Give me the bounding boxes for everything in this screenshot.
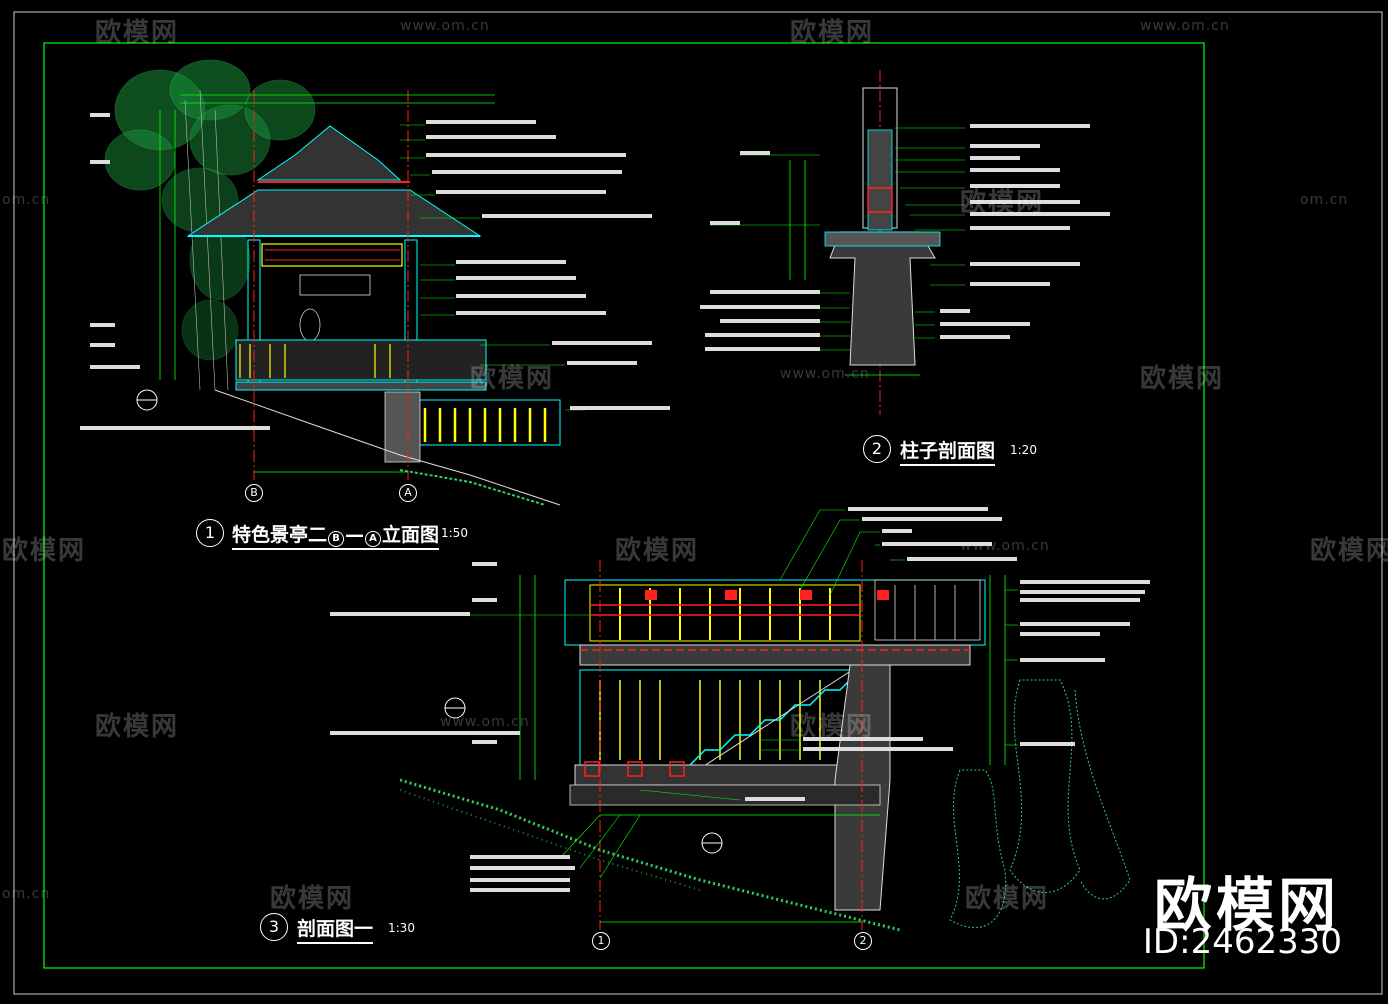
section-shrubs: [949, 679, 1131, 929]
watermark-site: www.om.cn: [1140, 18, 1230, 34]
brand-logo: 欧模网: [1153, 871, 1340, 939]
section-terrain: [399, 778, 901, 932]
section-stair: [689, 674, 856, 766]
axis-2-bubble: 2: [854, 932, 872, 950]
watermark-logo: 欧模网: [615, 536, 700, 566]
pavilion-railing: [235, 339, 487, 381]
section-floor-deck: [579, 644, 971, 666]
title-prefix: 特色景亭二: [232, 524, 328, 546]
watermark-site: www.om.cn: [780, 366, 870, 382]
drawing-number-badge: 1: [196, 519, 224, 547]
column-drawing-title: 柱子剖面图: [900, 436, 996, 466]
watermark-logo: 欧模网: [965, 884, 1050, 914]
watermark-logo: 欧模网: [470, 364, 555, 394]
watermark-logo: 欧模网: [1140, 364, 1225, 394]
watermark-site: om.cn: [1300, 192, 1349, 208]
axis-b-label: B: [328, 531, 345, 547]
section-one-drawing: [330, 507, 1150, 932]
pavilion-elevation-drawing: [80, 59, 670, 506]
title-suffix: 立面图: [382, 524, 440, 546]
watermark-site: om.cn: [2, 192, 51, 208]
title-dash: —: [345, 524, 365, 546]
drawing-number-badge: 2: [863, 435, 891, 463]
model-id: ID:2462330: [1142, 922, 1342, 962]
sheet-outer-border: [13, 11, 1383, 995]
bamboo-foliage: [104, 59, 316, 361]
axis-a-bubble: A: [399, 484, 417, 502]
column-section-drawing: [700, 70, 1110, 415]
terrain-slope: [214, 389, 561, 506]
axis-b-bubble: B: [245, 484, 263, 502]
watermark-site: www.om.cn: [960, 538, 1050, 554]
watermark-logo: 欧模网: [1310, 536, 1388, 566]
elevation-scale: 1:50: [441, 526, 468, 540]
column-footing: [829, 231, 936, 366]
watermark-site: www.om.cn: [400, 18, 490, 34]
section-drawing-title: 剖面图一: [297, 914, 374, 944]
column-scale: 1:20: [1010, 443, 1037, 457]
sheet-frame: [43, 42, 1205, 969]
section-scale: 1:30: [388, 921, 415, 935]
bamboo-stalks: [184, 89, 229, 391]
pavilion-lattice-band: [261, 243, 403, 267]
section-railing-panels: [589, 584, 861, 642]
watermark-logo: 欧模网: [95, 18, 180, 48]
watermark-logo: 欧模网: [270, 884, 355, 914]
lower-balustrade: [414, 399, 561, 446]
watermark-site: www.om.cn: [440, 714, 530, 730]
watermark-logo: 欧模网: [960, 188, 1045, 218]
watermark-logo: 欧模网: [790, 18, 875, 48]
axis-a-label: A: [365, 531, 382, 547]
watermark-logo: 欧模网: [790, 712, 875, 742]
watermark-site: om.cn: [2, 886, 51, 902]
watermark-logo: 欧模网: [2, 536, 87, 566]
drawing-number-badge: 3: [260, 913, 288, 941]
watermark-logo: 欧模网: [95, 712, 180, 742]
pavilion-roof-upper: [256, 125, 402, 181]
axis-1-bubble: 1: [592, 932, 610, 950]
